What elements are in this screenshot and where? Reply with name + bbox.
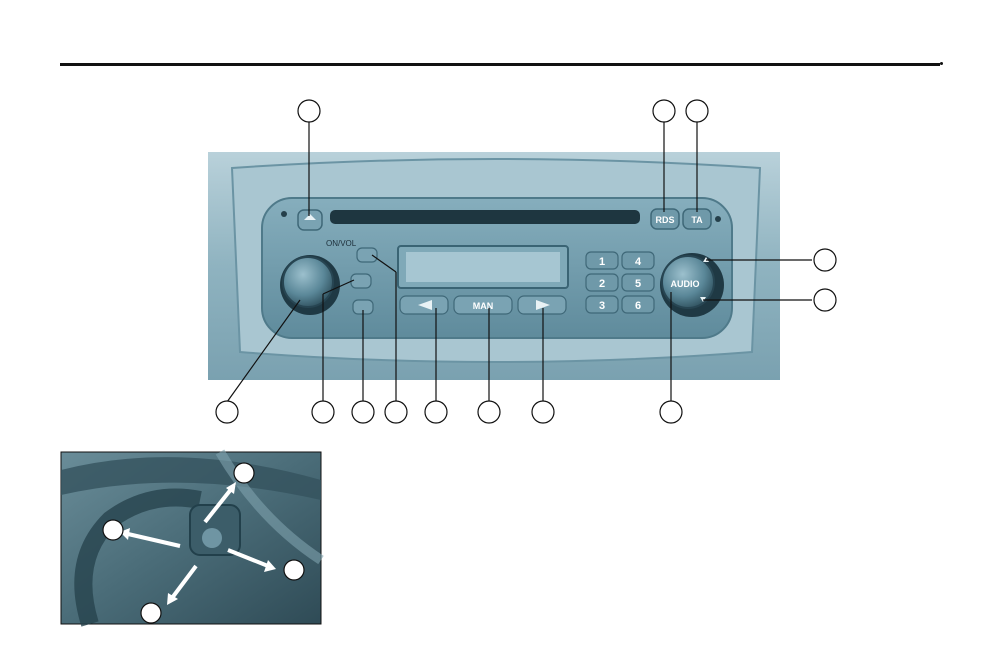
callout-marker — [531, 400, 555, 424]
on-vol-label: ON/VOL — [326, 239, 357, 248]
callout-marker — [102, 519, 124, 541]
man-button-label: MAN — [473, 301, 494, 311]
callout-marker — [424, 400, 448, 424]
top-rule — [60, 63, 940, 66]
preset-label: 3 — [599, 300, 605, 312]
audio-knob-label: AUDIO — [671, 279, 700, 289]
source-button[interactable] — [356, 247, 378, 263]
leader-lines — [226, 122, 812, 403]
steering-control-photo — [60, 449, 324, 627]
ta-button[interactable]: TA — [682, 208, 712, 230]
callout-marker — [813, 288, 837, 312]
callout-marker — [283, 559, 305, 581]
rule-end-dot — [940, 62, 943, 65]
callout-marker — [215, 400, 239, 424]
preset-label: 2 — [599, 278, 605, 290]
volume-knob[interactable] — [280, 255, 340, 315]
callout-marker — [477, 400, 501, 424]
cd-slot — [330, 210, 640, 224]
seek-left-button[interactable] — [399, 295, 449, 315]
callout-marker — [351, 400, 375, 424]
preset-label: 4 — [635, 256, 642, 268]
man-button[interactable]: MAN — [453, 295, 513, 315]
rds-button[interactable]: RDS — [650, 208, 680, 230]
callout-marker — [659, 400, 683, 424]
ta-button-label: TA — [691, 215, 703, 225]
preset-label: 6 — [635, 300, 641, 312]
preset-button-5[interactable]: 5 — [621, 273, 655, 292]
rds-button-label: RDS — [655, 215, 674, 225]
seek-right-button[interactable] — [517, 295, 567, 315]
audio-knob[interactable]: AUDIO — [660, 253, 724, 317]
preset-label: 5 — [635, 278, 641, 290]
callout-marker — [685, 99, 709, 123]
callout-marker — [813, 248, 837, 272]
preset-button-2[interactable]: 2 — [585, 273, 619, 292]
callout-marker — [652, 99, 676, 123]
callout-circles — [215, 99, 837, 424]
eject-button[interactable] — [297, 209, 323, 231]
preset-label: 1 — [599, 256, 605, 268]
preset-button-4[interactable]: 4 — [621, 251, 655, 270]
callout-marker — [233, 462, 255, 484]
preset-button-1[interactable]: 1 — [585, 251, 619, 270]
callout-marker — [311, 400, 335, 424]
callout-marker — [384, 400, 408, 424]
callout-marker — [297, 99, 321, 123]
mode-button[interactable] — [350, 273, 372, 289]
display-lcd — [406, 252, 560, 282]
preset-button-3[interactable]: 3 — [585, 295, 619, 314]
callout-marker — [140, 602, 162, 624]
preset-button-6[interactable]: 6 — [621, 295, 655, 314]
